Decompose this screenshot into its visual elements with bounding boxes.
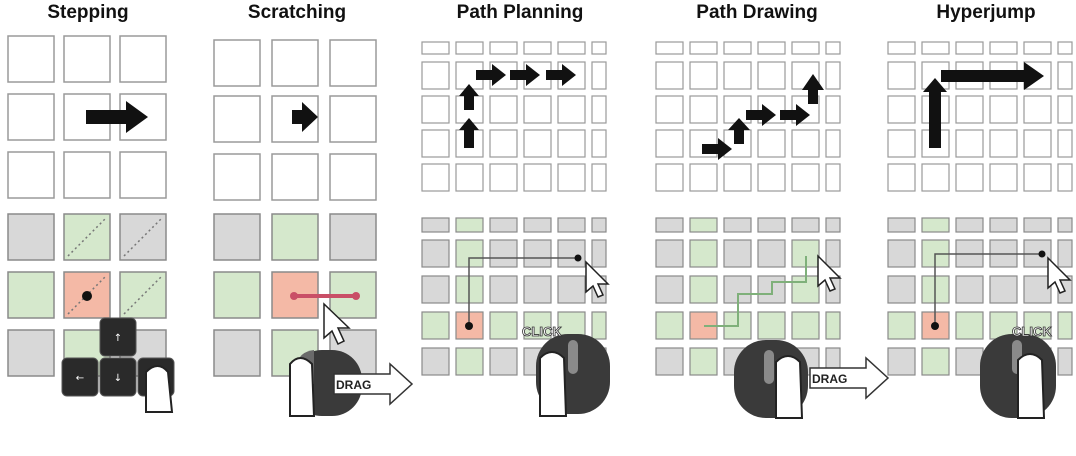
- cursor-icon: [585, 260, 610, 298]
- hyperjump-arrow: [941, 62, 1044, 90]
- hyperjump-lower-grid: [887, 217, 1073, 376]
- hand-icon: [775, 355, 804, 419]
- current-position-marker: [82, 291, 92, 301]
- drag-label: DRAG: [812, 372, 847, 386]
- hyperjump-arrow: [923, 78, 947, 148]
- cursor-icon: [817, 254, 842, 292]
- drag-arrow-icon: [333, 362, 414, 406]
- path-planning-lower-grid: [421, 217, 607, 376]
- hand-icon: [539, 351, 568, 417]
- direction-arrow-icon: [86, 101, 148, 133]
- path-line: [468, 257, 578, 326]
- panel-title-hyperjump: Hyperjump: [936, 2, 1036, 23]
- planned-path-arrows: [459, 64, 576, 148]
- svg-text:↓: ↓: [114, 373, 122, 384]
- drag-label: DRAG: [336, 378, 371, 392]
- cursor-icon: [323, 302, 351, 346]
- panel-title-scratching: Scratching: [247, 2, 347, 23]
- hand-icon: [289, 357, 316, 417]
- stepping-panel: ↑ ← ↓: [7, 35, 175, 413]
- click-label: CLICK: [522, 324, 562, 339]
- direction-arrow-icon: [292, 102, 318, 132]
- drawn-path-line: [704, 256, 807, 327]
- hand-icon: [1017, 353, 1046, 419]
- path-drawing-panel: DRAG: [655, 41, 890, 419]
- panel-title-path-drawing: Path Drawing: [696, 2, 818, 23]
- svg-text:←: ←: [76, 373, 84, 384]
- panel-title-path-planning: Path Planning: [456, 2, 584, 23]
- hyperjump-panel: CLICK: [887, 41, 1073, 419]
- drag-arrow-icon: [809, 356, 890, 400]
- hyperjump-upper-grid: [887, 41, 1073, 192]
- panel-title-stepping: Stepping: [47, 2, 129, 23]
- click-label: CLICK: [1012, 324, 1052, 339]
- scratching-panel: DRAG: [213, 39, 414, 417]
- hand-icon: [145, 365, 174, 413]
- cursor-icon: [1047, 256, 1072, 294]
- jump-path-line: [934, 253, 1042, 326]
- path-planning-upper-grid: [421, 41, 607, 192]
- drawn-path-arrows: [702, 74, 824, 160]
- path-planning-panel: CLICK: [421, 41, 610, 417]
- svg-text:↑: ↑: [114, 333, 122, 344]
